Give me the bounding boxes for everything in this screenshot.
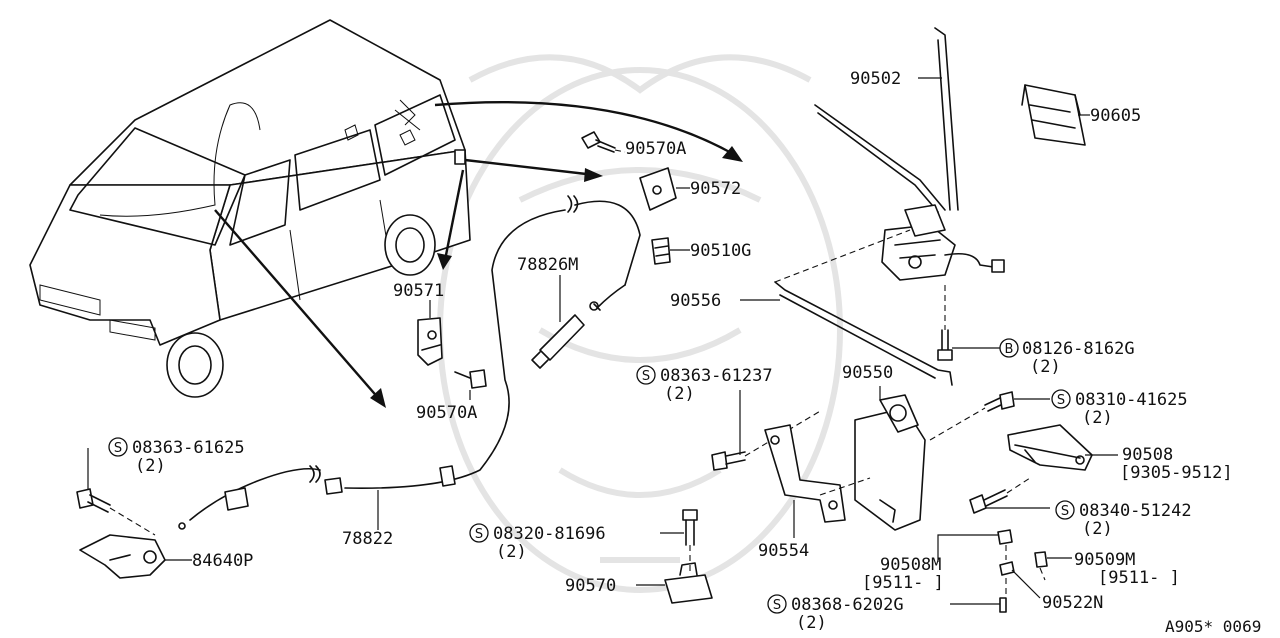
screw-08363-61237 [711, 451, 746, 471]
label-90556: 90556 [670, 291, 721, 311]
symbol-b-circle [999, 338, 1019, 358]
label-90508m: 90508M [880, 555, 941, 575]
label-90572: 90572 [690, 179, 741, 199]
screw-08340-51242 [969, 489, 1008, 514]
label-90502: 90502 [850, 69, 901, 89]
bolt-08126-8162g [937, 329, 953, 361]
bolt-08363-61625 [76, 488, 111, 513]
label-08340-qty: (2) [1082, 519, 1113, 539]
striker-90508 [1007, 424, 1093, 471]
symbol-s-1: S [642, 369, 650, 384]
bracket-90554 [764, 424, 846, 523]
label-08320-qty: (2) [496, 542, 527, 562]
watermark-emblem [437, 54, 843, 593]
label-90508: 90508 [1122, 445, 1173, 465]
small-parts-cluster [997, 529, 1048, 613]
label-08126: 08126-8162G [1022, 339, 1135, 359]
label-08126-qty: (2) [1030, 357, 1061, 377]
symbol-s-circle-3 [1055, 500, 1075, 520]
symbol-s-circle-5 [469, 523, 489, 543]
label-08368-qty: (2) [796, 613, 827, 633]
label-08363-61237-qty: (2) [664, 384, 695, 404]
release-handle-84640p [79, 534, 166, 579]
label-08320: 08320-81696 [493, 524, 606, 544]
wire-rod-90556 [774, 281, 953, 386]
symbol-s-circle-1 [636, 365, 656, 385]
bolt-08320-81696 [682, 509, 698, 546]
grommet-90510g [651, 237, 671, 265]
label-90570a-top: 90570A [625, 139, 686, 159]
symbol-s-circle-2 [1051, 389, 1071, 409]
label-90508-range: [9305-9512] [1120, 463, 1233, 483]
clip-90570 [664, 562, 713, 604]
label-90605: 90605 [1090, 106, 1141, 126]
indicator-arrows [214, 101, 743, 408]
actuator-90550 [854, 394, 926, 531]
label-08340: 08340-51242 [1079, 501, 1192, 521]
rod-90502 [814, 27, 959, 213]
cable-end-78826m [531, 284, 626, 369]
label-90508m-range: [9511- ] [862, 573, 944, 593]
label-08368: 08368-6202G [791, 595, 904, 615]
reference-code: A905* 0069 [1165, 617, 1261, 636]
label-90509m: 90509M [1074, 550, 1135, 570]
label-08310-qty: (2) [1082, 408, 1113, 428]
symbol-b: B [1005, 342, 1014, 357]
label-08363-61625-qty: (2) [135, 456, 166, 476]
bolt-90570a-top [581, 131, 616, 153]
hood-lock-assembly [881, 204, 1005, 281]
label-84640p: 84640P [192, 551, 253, 571]
symbol-s-5: S [475, 527, 483, 542]
label-90550: 90550 [842, 363, 893, 383]
bracket-90571 [417, 317, 443, 366]
label-78826m: 78826M [517, 255, 578, 275]
label-90509m-range: [9511- ] [1098, 568, 1180, 588]
label-08363-61625: 08363-61625 [132, 438, 245, 458]
symbol-s-6: S [773, 598, 781, 613]
van-illustration [29, 19, 471, 398]
bracket-90572 [639, 167, 677, 211]
label-78822: 78822 [342, 529, 393, 549]
label-08363-61237: 08363-61237 [660, 366, 773, 386]
release-cable-78822 [178, 195, 641, 530]
label-90554: 90554 [758, 541, 809, 561]
label-90571: 90571 [393, 281, 444, 301]
label-90522n: 90522N [1042, 593, 1103, 613]
label-08310: 08310-41625 [1075, 390, 1188, 410]
label-90570: 90570 [565, 576, 616, 596]
label-90570a-mid: 90570A [416, 403, 477, 423]
symbol-s-2: S [1057, 393, 1065, 408]
bolt-90570a-mid [454, 369, 487, 389]
symbol-s-circle-4 [108, 437, 128, 457]
symbol-s-3: S [1061, 504, 1069, 519]
handle-90605 [1021, 84, 1086, 146]
bolt-08310-41625 [984, 391, 1015, 412]
symbol-s-4: S [114, 441, 122, 456]
label-90510g: 90510G [690, 241, 751, 261]
symbol-s-circle-6 [767, 594, 787, 614]
